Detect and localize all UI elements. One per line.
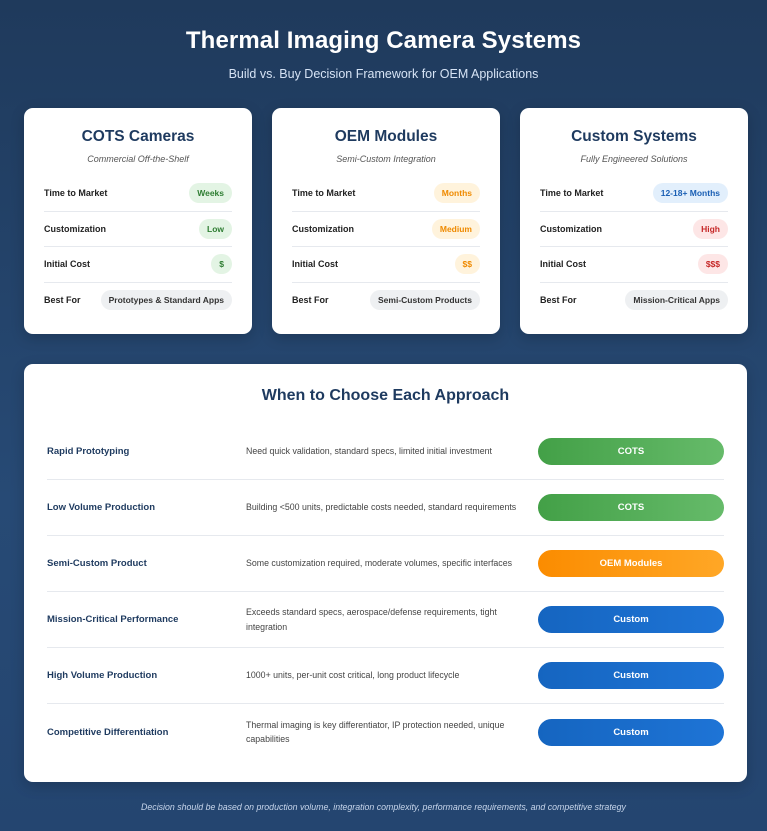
value-pill: Prototypes & Standard Apps <box>100 290 232 311</box>
choice-badge: COTS <box>538 494 724 521</box>
row-label: Customization <box>44 223 106 234</box>
card-title: COTS Cameras <box>81 128 195 145</box>
row-label: Initial Cost <box>292 259 339 270</box>
value-pill: Semi-Custom Products <box>370 290 480 311</box>
value-pill: High <box>693 218 728 239</box>
card-row: Time to Market Weeks <box>44 176 232 212</box>
card-subtitle: Semi-Custom Integration <box>336 154 436 164</box>
value-pill: Months <box>433 183 480 204</box>
approach-desc: 1000+ units, per-unit cost critical, lon… <box>246 670 460 681</box>
approach-label: High Volume Production <box>47 670 158 681</box>
value-pill: Medium <box>431 218 480 239</box>
row-label: Customization <box>540 223 602 234</box>
value-pill: $$$ <box>697 254 728 275</box>
row-label: Best For <box>44 295 81 306</box>
approach-row: Competitive Differentiation Thermal imag… <box>47 704 724 760</box>
card-custom: Custom Systems Fully Engineered Solution… <box>520 108 748 334</box>
approach-row: Low Volume Production Building <500 unit… <box>47 480 724 536</box>
approach-panel: When to Choose Each Approach Rapid Proto… <box>24 364 747 782</box>
choice-badge: Custom <box>538 718 724 746</box>
card-row: Initial Cost $ <box>44 247 232 283</box>
page-header: Thermal Imaging Camera Systems Build vs.… <box>0 0 767 81</box>
approach-desc: Exceeds standard specs, aerospace/defens… <box>246 607 497 632</box>
approach-label: Rapid Prototyping <box>47 446 130 457</box>
row-label: Customization <box>292 223 354 234</box>
approach-label: Semi-Custom Product <box>47 558 147 569</box>
approach-row: Rapid Prototyping Need quick validation,… <box>47 424 724 480</box>
card-row: Customization Medium <box>292 212 480 247</box>
value-pill: $ <box>211 254 232 275</box>
approach-label: Low Volume Production <box>47 502 156 513</box>
card-row: Best For Mission-Critical Apps <box>540 283 728 319</box>
value-pill: 12-18+ Months <box>652 183 728 204</box>
card-subtitle: Commercial Off-the-Shelf <box>87 154 189 164</box>
row-label: Time to Market <box>292 188 356 199</box>
approach-desc: Need quick validation, standard specs, l… <box>246 446 492 457</box>
row-label: Time to Market <box>540 188 604 199</box>
approach-row: Semi-Custom Product Some customization r… <box>47 536 724 592</box>
approach-row: Mission-Critical Performance Exceeds sta… <box>47 592 724 648</box>
approach-desc: Thermal imaging is key differentiator, I… <box>246 719 505 745</box>
card-oem: OEM Modules Semi-Custom Integration Time… <box>272 108 500 334</box>
approach-title: When to Choose Each Approach <box>261 387 510 404</box>
card-row: Initial Cost $$ <box>292 247 480 283</box>
row-label: Initial Cost <box>540 259 587 270</box>
card-cots: COTS Cameras Commercial Off-the-Shelf Ti… <box>24 108 252 334</box>
card-row: Customization Low <box>44 212 232 247</box>
value-pill: Mission-Critical Apps <box>625 290 728 311</box>
card-subtitle: Fully Engineered Solutions <box>580 154 688 164</box>
card-row: Initial Cost $$$ <box>540 247 728 283</box>
card-title: OEM Modules <box>334 128 438 145</box>
card-row: Best For Prototypes & Standard Apps <box>44 283 232 319</box>
value-pill: Weeks <box>189 183 232 204</box>
page-subtitle: Build vs. Buy Decision Framework for OEM… <box>228 67 539 81</box>
row-label: Best For <box>292 295 329 306</box>
choice-badge: COTS <box>538 438 724 465</box>
value-pill: Low <box>199 218 232 239</box>
footer-note: Decision should be based on production v… <box>141 802 626 812</box>
card-row: Best For Semi-Custom Products <box>292 283 480 319</box>
card-title: Custom Systems <box>571 128 697 145</box>
approach-desc: Building <500 units, predictable costs n… <box>246 502 517 513</box>
approach-label: Mission-Critical Performance <box>47 614 179 625</box>
choice-badge: OEM Modules <box>538 550 724 577</box>
row-label: Initial Cost <box>44 259 91 270</box>
card-row: Time to Market Months <box>292 176 480 212</box>
approach-label: Competitive Differentiation <box>47 726 169 738</box>
row-label: Time to Market <box>44 188 108 199</box>
value-pill: $$ <box>454 254 480 275</box>
card-row: Customization High <box>540 212 728 247</box>
choice-badge: Custom <box>538 606 724 633</box>
approach-row: High Volume Production 1000+ units, per-… <box>47 648 724 704</box>
card-row: Time to Market 12-18+ Months <box>540 176 728 212</box>
approach-desc: Some customization required, moderate vo… <box>246 558 512 569</box>
row-label: Best For <box>540 295 577 306</box>
choice-badge: Custom <box>538 662 724 689</box>
page-title: Thermal Imaging Camera Systems <box>185 27 582 54</box>
option-cards: COTS Cameras Commercial Off-the-Shelf Ti… <box>24 108 748 334</box>
